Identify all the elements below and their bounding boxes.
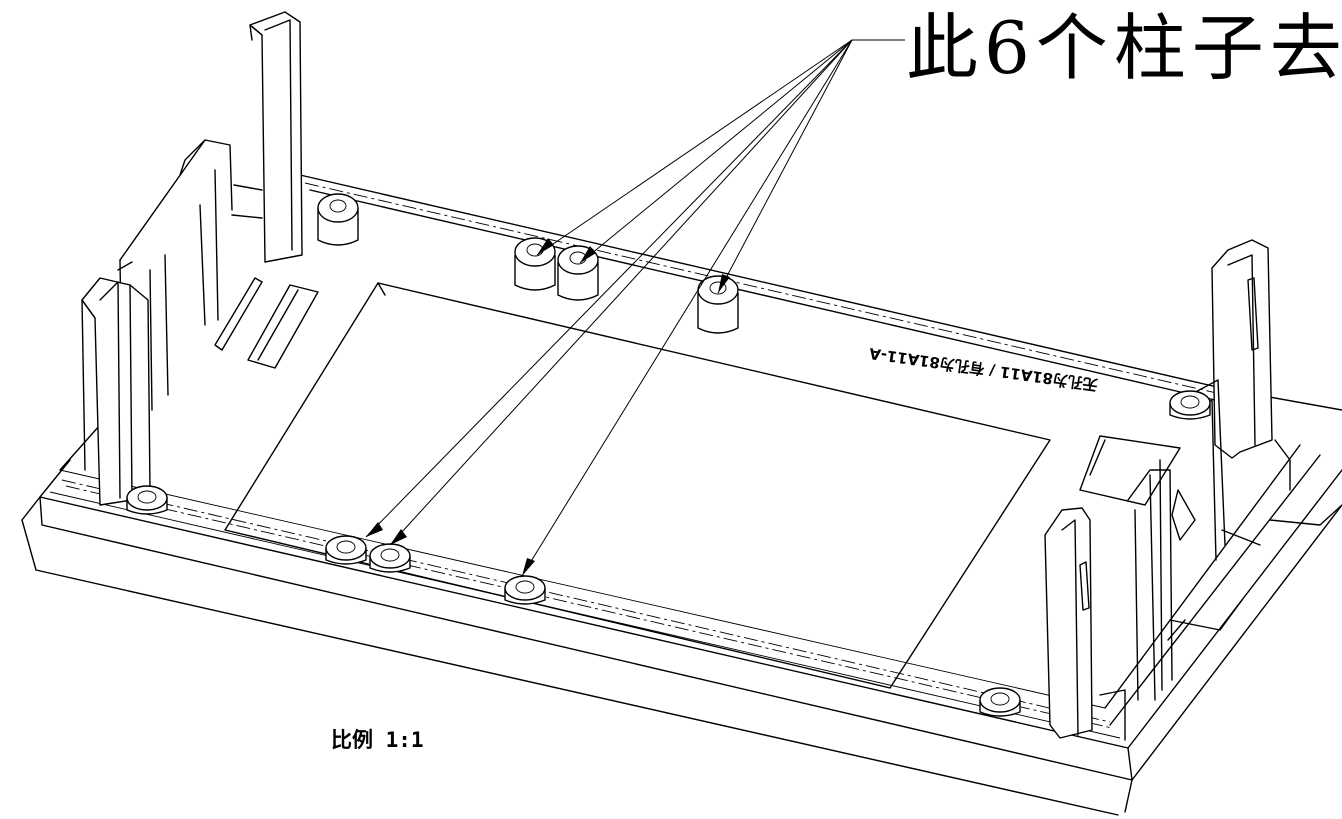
screw-boss-icon	[1169, 390, 1211, 420]
leader-arrow-icon	[580, 246, 596, 263]
screw-boss-icon	[504, 575, 546, 605]
callout-leaders	[365, 39, 905, 577]
callout-annotation: 此6个柱子去	[906, 6, 1342, 90]
floor-recess	[224, 282, 1051, 689]
tall-post-left	[231, 11, 303, 263]
scale-label: 比例 1:1	[331, 728, 424, 752]
screw-boss-icon	[979, 687, 1021, 717]
screw-boss-icon	[325, 535, 367, 565]
leader-arrow-icon	[390, 529, 407, 545]
leader-arrow-icon	[366, 522, 383, 537]
leader-arrow-icon	[537, 238, 554, 255]
screw-boss-icon	[317, 193, 359, 246]
screw-boss-icon	[126, 485, 168, 515]
right-wall	[1044, 239, 1342, 741]
leader-arrow-icon	[718, 274, 730, 293]
corner-post-left	[81, 261, 151, 506]
rim-walls	[39, 174, 1342, 729]
screw-boss-icon	[369, 543, 411, 573]
leader-arrow-icon	[522, 558, 535, 576]
screw-boss-icon	[697, 275, 739, 334]
